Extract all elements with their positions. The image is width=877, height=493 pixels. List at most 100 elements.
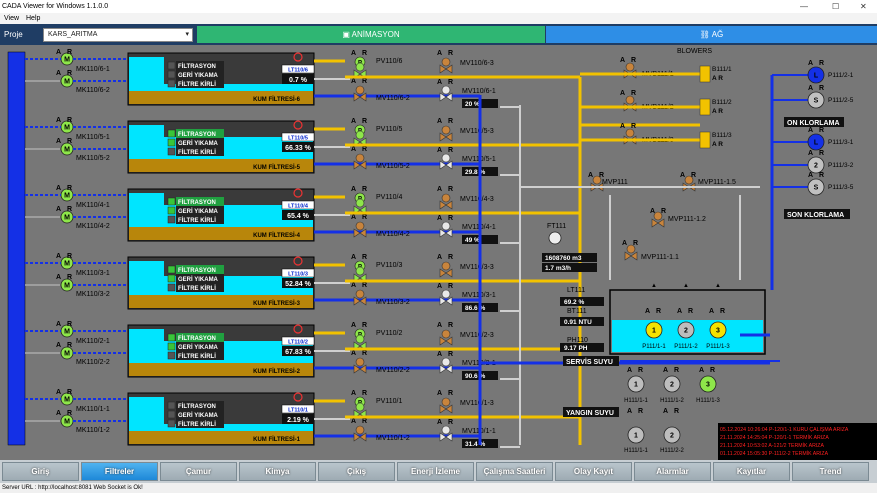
filter-2-mv-c-actuator[interactable] [441,357,451,367]
filter-5-mv-b-actuator[interactable] [355,153,365,163]
mvp111-5-valve-actuator[interactable] [684,175,694,185]
mvp111-1-valve-left [624,251,632,261]
minimize-icon[interactable]: — [800,2,808,11]
filter-1-pv-body-actuator[interactable] [355,402,365,412]
filter-5-motor-2-ar-r-letter: R [67,138,72,145]
bt111-value-box [560,317,604,326]
yangin-pump-1[interactable] [627,426,645,444]
filter-4-mvb-ar-a-letter: A [351,214,356,221]
filter-2-mv-b-actuator[interactable] [355,357,365,367]
maximize-icon[interactable]: ☐ [832,2,840,11]
blower-1-valve-ar-a-letter: A [620,57,625,64]
nav-button-2[interactable]: Çamur [160,462,237,481]
chlor-pump-5[interactable] [807,178,825,196]
mvp111-1-valve-actuator[interactable] [626,244,636,254]
servis-pump-3[interactable] [699,375,717,393]
filter-1-flt1-box [176,401,224,410]
filter-3-pv-ar-r-letter: R [362,254,367,261]
filter-5-mv-a-actuator[interactable] [441,125,451,135]
filter-2-mv-b-left [353,364,361,374]
chlor-pump-3[interactable] [807,133,825,151]
filter-6-mv-b-actuator[interactable] [355,85,365,95]
filter-3-mv-a-actuator[interactable] [441,261,451,271]
bt111-value: 0.91 NTU [564,319,592,326]
filter-2-mva-ar-a-letter: A [437,322,442,329]
mvp111-2-valve-actuator[interactable] [653,211,663,221]
filter-2-pv-body-actuator[interactable] [355,334,365,344]
filter-4-mv-c-actuator[interactable] [441,221,451,231]
filter-6-mv-b-right [359,92,367,102]
filter-5-flt3-label: FİLTRE KİRLİ [178,149,216,156]
filter-5-sand-bed [129,159,313,172]
filter-3-pv-body-actuator[interactable] [355,266,365,276]
blower-1-valve-actuator[interactable] [625,62,635,72]
filter-5-flt2-label: GERİ YIKAMA [178,140,219,147]
tank-pump-1[interactable] [645,321,663,339]
blower-3-valve-actuator[interactable] [625,128,635,138]
filter-4-mv-b-actuator[interactable] [355,221,365,231]
alarm-panel [718,423,877,460]
mvp111-2-ar-a-letter: A [650,208,655,215]
nav-button-0[interactable]: Giriş [2,462,79,481]
filter-1-gear-icon[interactable] [293,392,303,402]
filter-6-gear-icon[interactable] [293,52,303,62]
tab-network[interactable]: ⛓ AĞ [546,26,877,43]
filter-1-mv-c-actuator[interactable] [441,425,451,435]
filter-5-inlet-chamber [129,125,164,159]
blower-3-body[interactable] [699,131,711,149]
blower-2-valve-actuator[interactable] [625,95,635,105]
servis-pump-1[interactable] [627,375,645,393]
nav-button-4[interactable]: Çıkış [318,462,395,481]
filter-1-mvc-ar-r-letter: R [448,419,453,426]
filter-6-pv-body-actuator[interactable] [355,62,365,72]
nav-button-5[interactable]: Enerji İzleme [397,462,474,481]
tab-network-label: AĞ [711,30,724,39]
filter-5-gear-icon[interactable] [293,120,303,130]
filter-3-mv-b-actuator[interactable] [355,289,365,299]
close-icon[interactable]: ✕ [860,2,867,11]
filter-5-pv-body-actuator[interactable] [355,130,365,140]
filter-3-flt3-lamp [167,283,176,292]
filter-4-mv-a-actuator[interactable] [441,193,451,203]
filter-4-pv-body-actuator[interactable] [355,198,365,208]
nav-button-10[interactable]: Trend [792,462,869,481]
filter-6-mv-c-actuator[interactable] [441,85,451,95]
nav-button-7[interactable]: Olay Kayıt [555,462,632,481]
filter-2-gear-icon[interactable] [293,324,303,334]
chlor-pump-1-ar-r-letter: R [819,60,824,67]
project-select[interactable]: KARS_ARITMA ▾ [43,28,193,42]
chlor-pump-1-ar-a-letter: A [808,60,813,67]
filter-4-gear-icon[interactable] [293,188,303,198]
filter-6-mv-a-actuator[interactable] [441,57,451,67]
chlor-pump-1[interactable] [807,66,825,84]
menu-view[interactable]: View [4,15,20,22]
filter-3-mv-c-actuator[interactable] [441,289,451,299]
filter-1-mv-b-actuator[interactable] [355,425,365,435]
tank-pump-2[interactable] [677,321,695,339]
filter-2-mv-a-actuator[interactable] [441,329,451,339]
nav-button-8[interactable]: Alarmlar [634,462,711,481]
mvp111-valve-actuator[interactable] [592,175,602,185]
nav-button-3[interactable]: Kimya [239,462,316,481]
nav-button-1[interactable]: Filtreler [81,462,158,481]
servis-pump-3-ar-r-letter: R [710,367,715,374]
filter-2-mvc-ar-r-letter: R [448,351,453,358]
menu-bar: View Help [0,13,877,24]
nav-button-6[interactable]: Çalışma Saatleri [476,462,553,481]
chlor-pump-4[interactable] [807,156,825,174]
chlor-pump-2[interactable] [807,91,825,109]
nav-button-9[interactable]: Kayıtlar [713,462,790,481]
chlor-pump-3-label: P111/3-1 [828,139,854,146]
servis-pump-2[interactable] [663,375,681,393]
filter-5-mv-c-actuator[interactable] [441,153,451,163]
blower-1-body[interactable] [699,65,711,83]
yangin-pump-2[interactable] [663,426,681,444]
ft111-gauge-icon[interactable] [548,231,562,245]
tank-pump-3[interactable] [709,321,727,339]
filter-5-mvc-ar-a-letter: A [437,147,442,154]
filter-3-gear-icon[interactable] [293,256,303,266]
tab-animation[interactable]: ▣ ANİMASYON [197,26,545,43]
blower-2-body[interactable] [699,98,711,116]
menu-help[interactable]: Help [26,15,41,22]
filter-1-mv-a-actuator[interactable] [441,397,451,407]
